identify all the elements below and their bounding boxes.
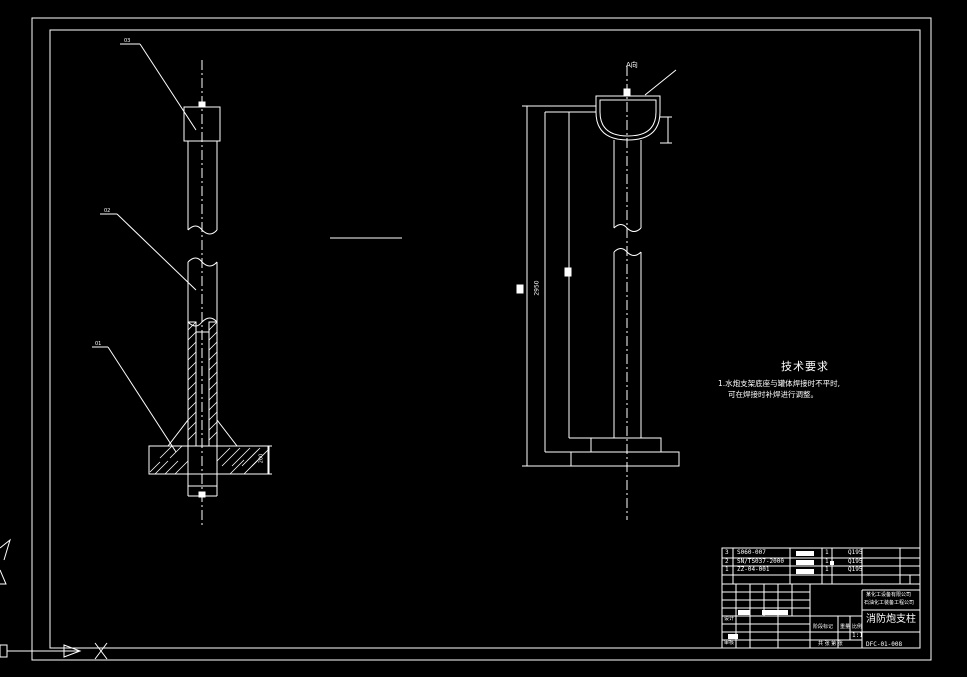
- sheet-inner-border: [49, 29, 921, 649]
- label-scale: 比例: [852, 624, 863, 630]
- callout-02: 02: [104, 208, 111, 214]
- label-weight: 重量: [840, 624, 851, 630]
- title-block-fills: [728, 551, 834, 639]
- part-row-1-material: Q195: [848, 566, 863, 573]
- part-row-1-qty: 1: [825, 566, 829, 573]
- dimension-height-label: 2950: [533, 280, 541, 296]
- sheet-outer-border: [31, 17, 932, 661]
- label-stage: 阶段标记: [813, 624, 834, 630]
- callout-03: 03: [124, 38, 131, 44]
- bottom-left-marks: [0, 538, 108, 660]
- part-row-2-code: SN/TS037-2000: [737, 558, 784, 565]
- part-row-3-material: Q195: [848, 549, 863, 556]
- title-block: [721, 547, 921, 649]
- section-hatching: [149, 321, 269, 475]
- part-row-2-no: 2: [725, 558, 729, 565]
- part-row-3-no: 3: [725, 549, 729, 556]
- left-section-view: [92, 43, 272, 528]
- drawing-number: DFC-01-008: [866, 641, 903, 648]
- company-line1: 某化工设备有限公司: [866, 592, 912, 598]
- part-row-1-code: ZZ-04-001: [737, 566, 770, 573]
- dimension-base-label: 200: [258, 453, 265, 464]
- label-check: 审核: [724, 640, 735, 646]
- drawing-title: 消防炮支柱: [866, 614, 916, 625]
- part-row-2-material: Q195: [848, 558, 863, 565]
- part-row-3-qty: 1: [825, 549, 829, 556]
- label-sheet: 共 张 第 张: [818, 641, 843, 647]
- tech-requirements-line2: 可在焊接时补焊进行调整。: [728, 390, 818, 399]
- tech-requirements-title: 技术要求: [781, 360, 829, 373]
- tech-requirements-line1: 1.水炮支架底座与罐体焊接时不平时,: [718, 379, 841, 388]
- part-row-1-no: 1: [725, 566, 729, 573]
- label-design: 设计: [724, 616, 735, 622]
- callout-01: 01: [95, 341, 102, 347]
- view-label: A向: [626, 61, 638, 69]
- scale-value: 1:1: [852, 632, 863, 639]
- right-elevation-view: [516, 66, 680, 520]
- company-line2: 石油化工装备工程公司: [864, 600, 915, 606]
- part-row-3-code: S060-007: [737, 549, 766, 556]
- part-row-2-qty: 1: [825, 558, 829, 565]
